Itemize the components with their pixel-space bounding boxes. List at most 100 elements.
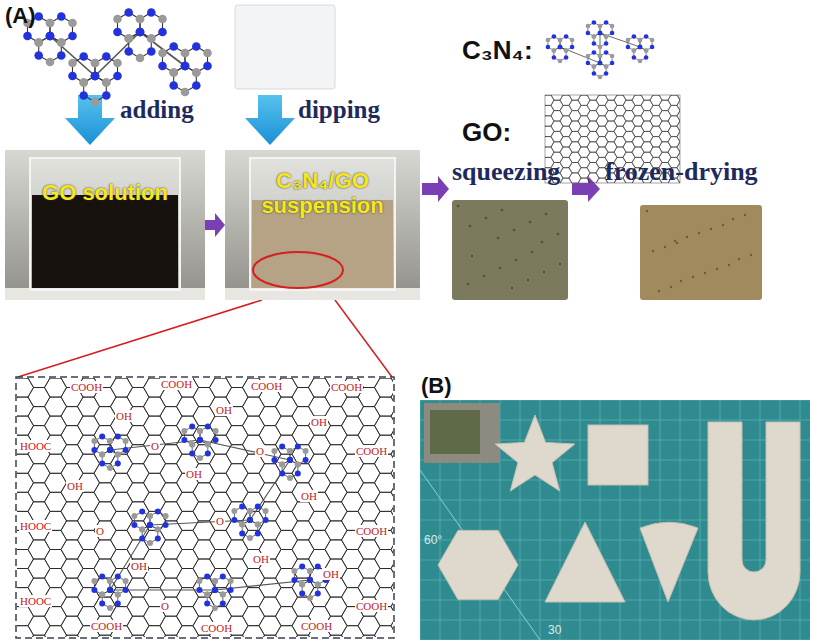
nitrogen-atom [604, 20, 609, 25]
nitrogen-atom [34, 12, 43, 21]
beaker-photo: C₃N₄/GO suspension [225, 150, 420, 300]
nitrogen-atom [632, 55, 637, 60]
nitrogen-atom [307, 577, 313, 583]
nitrogen-atom [34, 51, 43, 60]
sponge-pore [738, 258, 740, 260]
carbon-atom [239, 522, 245, 528]
functional-group: OH [185, 468, 203, 480]
nitrogen-atom [57, 12, 66, 21]
carbon-atom [115, 592, 121, 598]
carbon-atom [598, 54, 603, 59]
sponge-pore [676, 242, 678, 244]
bridge-bond [250, 460, 290, 520]
functional-group: OH [115, 410, 133, 422]
carbon-atom [295, 462, 301, 468]
sponge-pore [515, 259, 517, 261]
carbon-atom [552, 48, 557, 53]
nitrogen-atom [279, 444, 285, 450]
nitrogen-atom [239, 504, 245, 510]
carbon-atom [79, 78, 88, 87]
sponge-pore [527, 279, 529, 281]
carbon-atom [279, 462, 285, 468]
carbon-atom [558, 59, 563, 64]
carbon-atom [295, 462, 301, 468]
carbon-atom [139, 527, 145, 533]
carbon-atom [598, 24, 603, 29]
nitrogen-atom [46, 32, 55, 41]
nitrogen-atom [163, 522, 169, 528]
carbon-atom [68, 59, 77, 68]
nitrogen-atom [123, 587, 129, 593]
carbon-atom [113, 15, 122, 24]
carbon-atom [147, 513, 153, 519]
nitrogen-atom [610, 31, 615, 36]
carbon-atom [91, 438, 97, 444]
nitrogen-atom [91, 72, 100, 81]
nitrogen-atom [247, 517, 253, 523]
sponge-pore [728, 264, 730, 266]
sponge-pore [557, 233, 559, 235]
carbon-atom [263, 508, 269, 514]
star-sponge [495, 415, 575, 491]
nitrogen-atom [99, 434, 105, 440]
carbon-atom [147, 34, 156, 43]
carbon-atom [638, 59, 643, 64]
carbon-atom [115, 452, 121, 458]
carbon-atom [564, 48, 569, 53]
carbon-atom [239, 522, 245, 528]
functional-group: OH [300, 490, 318, 502]
nitrogen-atom [192, 81, 201, 90]
carbon-atom [307, 595, 313, 601]
functional-group: COOH [300, 620, 333, 632]
carbon-atom [91, 98, 100, 107]
carbon-atom [197, 428, 203, 434]
sponge-pore [545, 213, 547, 215]
nitrogen-atom [23, 32, 32, 41]
sponge-pore [692, 276, 694, 278]
sponge-pore [497, 237, 499, 239]
nitrogen-atom [155, 536, 161, 542]
carbon-atom [255, 522, 261, 528]
carbon-atom [99, 592, 105, 598]
carbon-atom [299, 582, 305, 588]
nitrogen-atom [68, 72, 77, 81]
beaker-photo: GO solution [5, 150, 205, 300]
carbon-atom [107, 578, 113, 584]
nitrogen-atom [558, 45, 563, 50]
carbon-atom [287, 475, 293, 481]
carbon-atom [107, 438, 113, 444]
nitrogen-atom [107, 587, 113, 593]
functional-group: OH [66, 480, 84, 492]
nitrogen-atom [181, 62, 190, 71]
carbon-atom [610, 24, 615, 29]
nitrogen-atom [115, 434, 121, 440]
nitrogen-atom [107, 587, 113, 593]
nitrogen-atom [158, 62, 167, 71]
sponge-pore [744, 214, 746, 216]
carbon-atom [155, 527, 161, 533]
nitrogen-atom [131, 522, 137, 528]
nitrogen-atom [147, 8, 156, 17]
zoom-line [335, 300, 392, 377]
carbon-atom [247, 508, 253, 514]
carbon-atom [558, 38, 563, 43]
sector-sponge [640, 522, 698, 602]
carbon-atom [598, 54, 603, 59]
nitrogen-atom [115, 574, 121, 580]
sponge-pore [652, 250, 654, 252]
sponge-pore [710, 228, 712, 230]
nitrogen-atom [604, 50, 609, 55]
nitrogen-atom [552, 55, 557, 60]
carbon-atom [287, 448, 293, 454]
functional-group: COOH [90, 620, 123, 632]
nitrogen-atom [169, 42, 178, 51]
carbon-atom [79, 78, 88, 87]
sponge-pore [686, 236, 688, 238]
carbon-atom [212, 578, 218, 584]
nitrogen-atom [181, 62, 190, 71]
nitrogen-atom [558, 45, 563, 50]
nitrogen-atom [231, 517, 237, 523]
functional-group: O [150, 440, 160, 452]
sponge-pore [658, 290, 660, 292]
nitrogen-atom [136, 28, 145, 37]
